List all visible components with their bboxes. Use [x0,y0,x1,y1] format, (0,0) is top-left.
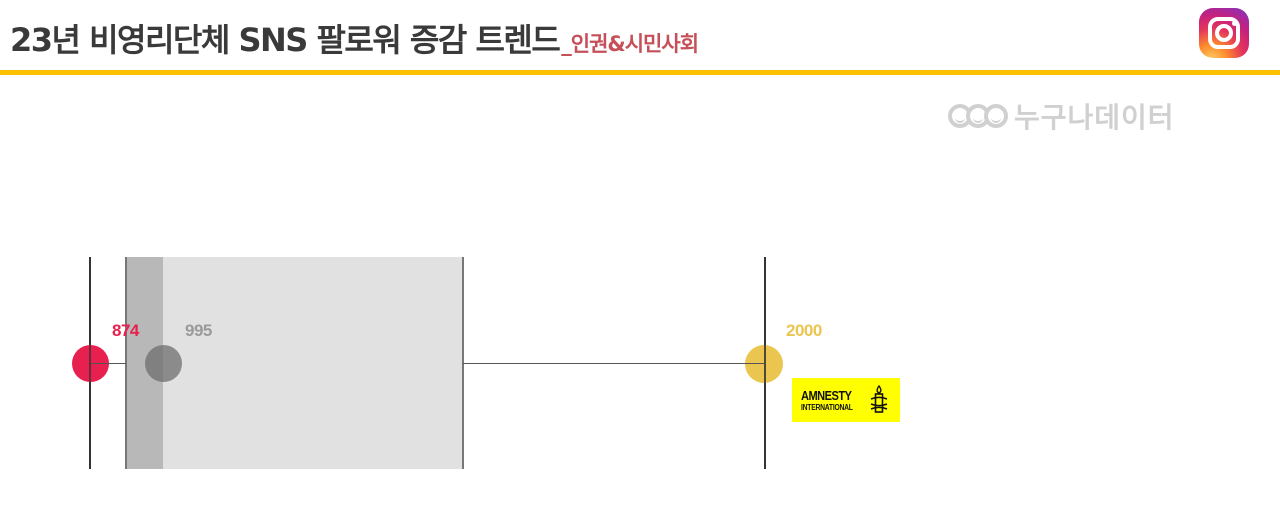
page-title: 23년 비영리단체 SNS 팔로워 증감 트렌드_인권&시민사회 [10,18,699,66]
org-name-line2: INTERNATIONAL [801,402,853,412]
reference-line-874-overlay [89,345,91,382]
instagram-icon [1199,8,1249,58]
amnesty-international-logo: AMNESTY INTERNATIONAL [792,378,900,422]
reference-line-2000-overlay [764,345,766,383]
range-band-left-edge [125,257,127,469]
value-label-2000: 2000 [786,321,822,340]
range-band-light [126,257,463,469]
watermark-text: 누구나데이터 [1014,101,1175,134]
connector-line-right [463,363,764,364]
header-divider [0,70,1280,75]
value-label-995: 995 [185,321,212,340]
connector-line-left [90,363,126,364]
smiley-faces-logo-icon [948,104,1008,128]
amnesty-candle-icon [870,384,888,413]
title-main: 23년 비영리단체 SNS 팔로워 증감 트렌드 [10,21,561,59]
title-category: _인권&시민사회 [561,32,699,56]
header: 23년 비영리단체 SNS 팔로워 증감 트렌드_인권&시민사회 [0,0,1280,76]
org-name-line1: AMNESTY [801,387,852,403]
data-point-995 [145,345,182,382]
value-label-874: 874 [112,321,139,340]
watermark: 누구나데이터 [948,98,1175,134]
